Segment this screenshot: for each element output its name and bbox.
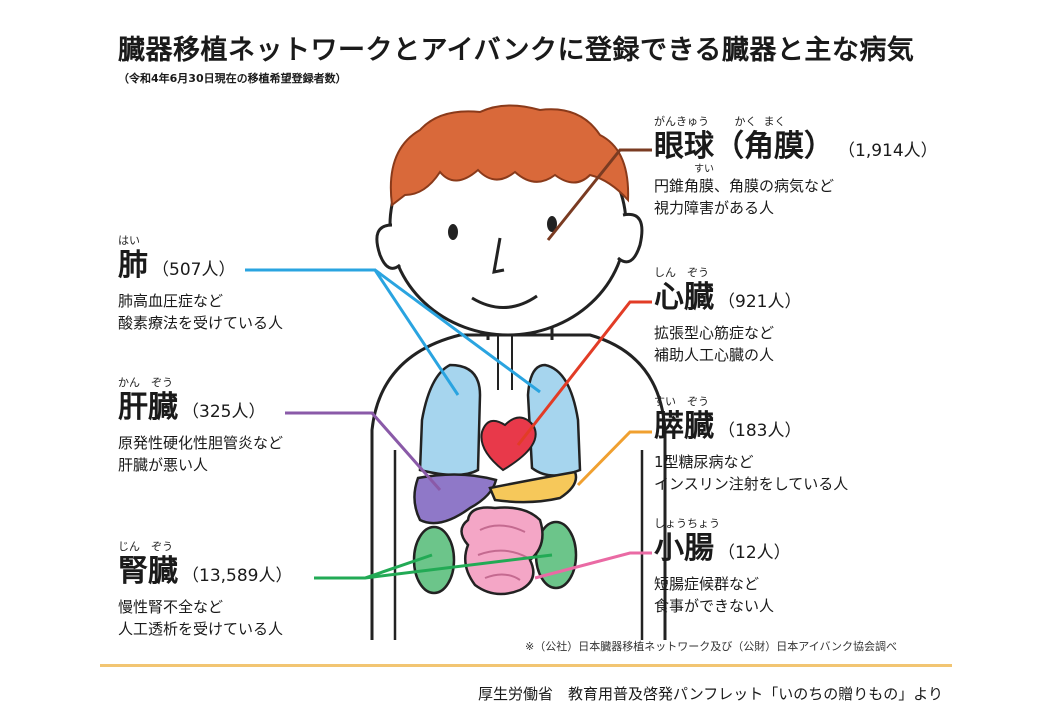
organ-liver: かん ぞう 肝臓 （325人） 原発性硬化性胆管炎など 肝臓が悪い人 [118,376,283,476]
divider-rule [100,664,952,667]
liver-desc-line2: 肝臓が悪い人 [118,456,209,474]
intestine-ruby: しょうちょう [654,517,720,530]
kidney-connector [314,553,553,580]
eye-desc-ruby: すい [694,164,714,175]
page-title: 臓器移植ネットワークとアイバンクに登録できる臓器と主な病気 [118,35,915,66]
liver-ruby: かん ぞう [118,376,173,389]
pancreas-count: （183人） [718,421,802,441]
heart-ruby: しん ぞう [654,266,709,279]
heart-connector [516,300,652,446]
heart-desc-line1: 拡張型心筋症など [654,324,775,342]
heart-name: 心臓 [654,280,714,315]
intestine-count: （12人） [718,543,791,563]
organ-eye: がんきゅう かく まく 眼球（角膜） （1,914人） すい 円錐角膜、角膜の病… [654,115,938,219]
lung-desc-line2: 酸素療法を受けている人 [118,314,284,332]
right-ear [617,212,644,264]
intestine-connector [534,551,652,580]
left-eye [448,224,458,240]
lung-name: 肺 [118,248,148,283]
right-eye [547,216,557,232]
mouth [471,294,538,309]
heart-desc-line2: 補助人工心臓の人 [654,346,775,364]
kidney-desc-line1: 慢性腎不全など [118,598,224,616]
organ-pancreas: すい ぞう 膵臓 （183人） 1型糖尿病など インスリン注射をしている人 [654,395,848,495]
liver-organ [413,473,498,525]
pancreas-ruby: すい ぞう [654,395,709,408]
intestine-desc-line1: 短腸症候群など [654,575,760,593]
organ-lung: はい 肺 （507人） 肺高血圧症など 酸素療法を受けている人 [118,234,283,334]
liver-name: 肝臓 [118,390,178,425]
pancreas-desc-line2: インスリン注射をしている人 [654,475,849,493]
eye-ruby: がんきゅう かく まく [654,115,786,128]
pancreas-organ [488,470,578,504]
organ-heart: しん ぞう 心臓 （921人） 拡張型心筋症など 補助人工心臓の人 [654,266,801,366]
pancreas-connector [576,430,652,487]
pancreas-name: 膵臓 [654,409,714,444]
nose [492,237,505,274]
source-note: ※（公社）日本臓器移植ネットワーク及び（公財）日本アイバンク協会調べ [525,640,897,653]
pancreas-desc-line1: 1型糖尿病など [654,453,754,471]
eye-desc-line2: 視力障害がある人 [654,199,775,217]
kidney-ruby: じん ぞう [118,540,173,553]
organ-small-intestine: しょうちょう 小腸 （12人） 短腸症候群など 食事ができない人 [654,517,791,617]
lung-count: （507人） [152,260,236,280]
source-credit: 厚生労働省 教育用普及啓発パンフレット「いのちの贈りもの」より [478,685,944,703]
organ-kidney: じん ぞう 腎臓 （13,589人） 慢性腎不全など 人工透析を受けている人 [118,540,292,640]
heart-count: （921人） [718,292,802,312]
intestine-name: 小腸 [654,531,714,566]
liver-count: （325人） [182,402,266,422]
liver-connector [285,411,442,491]
lung-desc-line1: 肺高血圧症など [118,292,224,310]
torso-outline [370,333,667,640]
eye-desc-line1: 円錐角膜、角膜の病気など [654,177,835,195]
lung-ruby: はい [118,234,140,247]
eye-connector [546,148,652,241]
left-ear [375,223,401,270]
intestine-desc-line2: 食事ができない人 [654,597,775,615]
eye-count: （1,914人） [838,141,938,161]
heart-organ [480,416,537,472]
kidney-desc-line2: 人工透析を受けている人 [118,620,284,638]
lung-connector [245,268,541,396]
kidney-name: 腎臓 [118,554,178,589]
hair [389,104,630,207]
page-subtitle: （令和4年6月30日現在の移植希望登録者数） [118,72,347,85]
liver-desc-line1: 原発性硬化性胆管炎など [118,434,284,452]
eye-name: 眼球（角膜） [654,129,834,164]
kidney-count: （13,589人） [182,566,293,586]
